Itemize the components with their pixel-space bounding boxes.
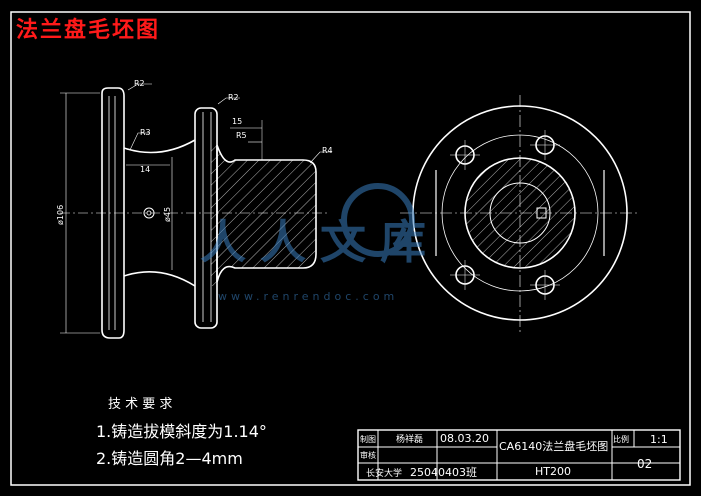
- watermark-url: www.renrendoc.com: [218, 290, 398, 303]
- tb-scale-label: 比例: [613, 434, 629, 444]
- tb-school: 长安大学: [366, 467, 402, 479]
- front-view: [400, 95, 640, 335]
- title-block: [357, 429, 681, 481]
- tb-drawn-label: 制图: [360, 434, 376, 444]
- tech-heading: 技 术 要 求: [108, 397, 172, 412]
- side-view: [60, 83, 332, 339]
- tech-requirements: 技 术 要 求 1.铸造拔模斜度为1.14° 2.铸造圆角2—4mm: [96, 397, 267, 468]
- dim-r2-left: R2: [134, 79, 145, 88]
- tb-date: 08.03.20: [440, 432, 489, 445]
- dim-r5: R5: [236, 131, 247, 140]
- watermark-text: 人人文库: [200, 215, 440, 269]
- tb-part-name: CA6140法兰盘毛坯图: [499, 439, 608, 453]
- drawing-frame: [10, 11, 691, 486]
- tb-material: HT200: [535, 465, 571, 478]
- tb-scale-value: 1:1: [650, 433, 668, 446]
- dim-15: 15: [232, 117, 242, 126]
- dim-dia-45: ø45: [163, 207, 172, 222]
- tech-item-1: 1.铸造拔模斜度为1.14°: [96, 422, 267, 441]
- tech-item-2: 2.铸造圆角2—4mm: [96, 449, 243, 468]
- tb-checked-label: 审核: [360, 450, 376, 460]
- watermark: 人人文库 www.renrendoc.com: [200, 183, 440, 303]
- dim-dia-106: ø106: [56, 205, 65, 225]
- side-dimension-labels: R2 R2 R3 R4 R5 15 14 ø106 ø45: [56, 79, 333, 225]
- title-block-text: 制图 审核 杨祥磊 08.03.20 CA6140法兰盘毛坯图 比例 1:1 长…: [360, 432, 668, 479]
- dim-r4: R4: [322, 146, 333, 155]
- tb-drafter-name: 杨祥磊: [396, 433, 423, 445]
- tb-sheet-no: 02: [637, 457, 652, 471]
- dim-r3: R3: [140, 128, 151, 137]
- dim-14: 14: [140, 165, 150, 174]
- dim-r2-mid: R2: [228, 93, 239, 102]
- drawing-title: 法兰盘毛坯图: [16, 18, 161, 43]
- tb-class-code: 25040403班: [410, 466, 477, 479]
